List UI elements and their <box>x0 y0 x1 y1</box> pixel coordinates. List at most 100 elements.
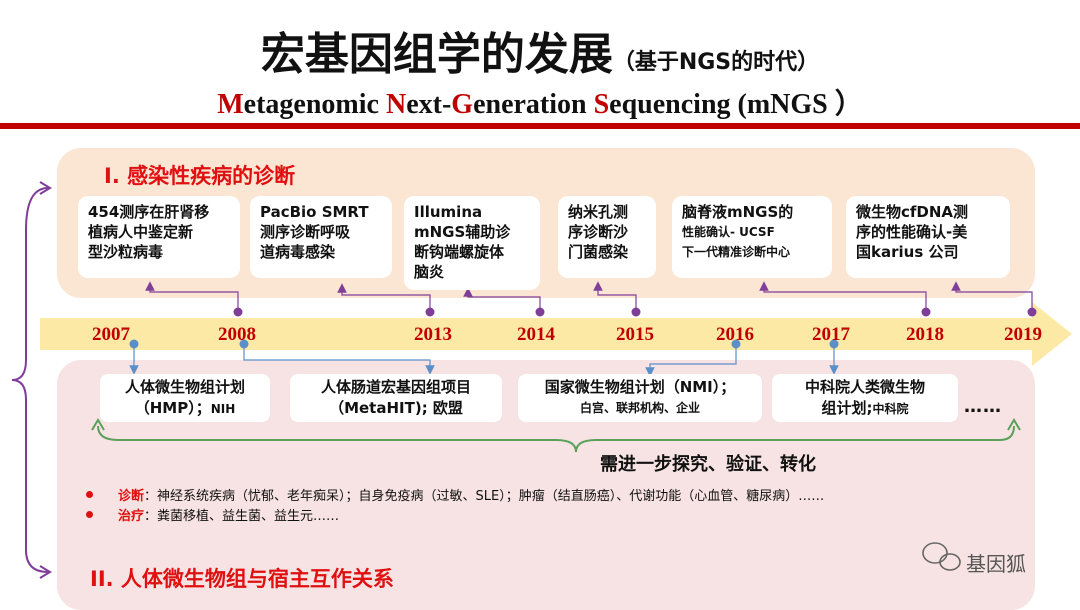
project-line-small: 中科院 <box>872 402 909 416</box>
bullet-text: ：粪菌移植、益生菌、益生元…… <box>144 509 340 524</box>
event-line: 序的性能确认-美 <box>856 223 968 241</box>
watermark-text: 基因狐 <box>966 552 1026 576</box>
title-en-part: G <box>451 89 474 120</box>
event-box-2013: Illumina mNGS辅助诊 断钩端螺旋体 脑炎 <box>404 196 540 290</box>
timeline-dot-2008 <box>233 307 243 317</box>
year-label: 2013 <box>414 324 452 345</box>
project-line: 人体肠道宏基因组项目 <box>320 378 471 396</box>
event-line: 纳米孔测 <box>568 203 629 221</box>
green-brace-arrow-left <box>91 418 105 431</box>
event-line: 性能确认- UCSF <box>682 225 775 239</box>
event-box-2008: PacBio SMRT 测序诊断呼吸 道病毒感染 <box>250 196 392 278</box>
bullet-dot <box>86 511 93 518</box>
timeline-dot-2013 <box>425 307 435 317</box>
year-label: 2019 <box>1004 324 1042 345</box>
left-bracket-arrow-top <box>39 181 52 195</box>
event-line: mNGS辅助诊 <box>414 223 511 241</box>
project-line-small: NIH <box>210 402 236 416</box>
title-main: 宏基因组学的发展 <box>260 29 613 80</box>
green-brace <box>97 425 1015 453</box>
year-label: 2018 <box>906 324 944 345</box>
bullet-diagnosis: 诊断：神经系统疾病（忧郁、老年痴呆）；自身免疫病（过敏、SLE）；肿瘤（结直肠癌… <box>118 485 824 504</box>
timeline-dot-2019 <box>1027 307 1037 317</box>
event-line: 植病人中鉴定新 <box>88 223 194 241</box>
project-line-small: 白宫、联邦机构、企业 <box>579 401 700 415</box>
year-label: 2008 <box>218 324 256 345</box>
project-box-cas: 中科院人类微生物 组计划;中科院 <box>772 374 958 422</box>
bullet-key: 治疗 <box>118 509 145 524</box>
connector-2014 <box>463 287 541 312</box>
connector-2008 <box>145 281 239 312</box>
project-line: 国家微生物组计划（NMI）； <box>544 378 736 396</box>
section-2-label: II. 人体微生物组与宿主互作关系 <box>90 567 394 591</box>
event-line: 454测序在肝肾移 <box>88 203 210 221</box>
event-line: PacBio SMRT <box>260 203 369 221</box>
timeline-dot-2015 <box>631 307 641 317</box>
project-line: （HMP）； <box>134 399 211 417</box>
event-line: 测序诊断呼吸 <box>260 223 351 241</box>
project-line: 中科院人类微生物 <box>804 378 925 396</box>
event-line: 型沙粒病毒 <box>88 243 164 261</box>
timeline-dot-2017 <box>829 339 839 349</box>
event-line: 门菌感染 <box>568 243 629 261</box>
title-en-part: eneration <box>473 89 594 120</box>
project-line: 人体微生物组计划 <box>124 378 245 396</box>
event-box-2015: 纳米孔测 序诊断沙 门菌感染 <box>558 196 656 278</box>
event-line: 脑炎 <box>414 263 445 281</box>
connector-2019 <box>951 281 1033 312</box>
event-line: 下一代精准诊断中心 <box>682 245 791 259</box>
event-line: 脑脊液mNGS的 <box>682 203 794 221</box>
wechat-icon <box>922 542 961 571</box>
event-box-2007: 454测序在肝肾移 植病人中鉴定新 型沙粒病毒 <box>78 196 240 278</box>
project-box-hmp: 人体微生物组计划 （HMP）；NIH <box>100 374 270 422</box>
title-en-part: N <box>385 89 407 120</box>
title-divider <box>0 123 1080 129</box>
bullet-dot <box>86 491 93 498</box>
connector-2018 <box>759 281 927 312</box>
timeline-dot-2018 <box>921 307 931 317</box>
year-label: 2007 <box>92 324 130 345</box>
event-line: 微生物cfDNA测 <box>856 203 969 221</box>
timeline-dot-2008b <box>239 339 249 349</box>
year-label: 2015 <box>616 324 654 345</box>
connector-2013 <box>337 283 431 312</box>
english-title: Metagenomic Next-Generation Sequencing (… <box>0 82 1080 122</box>
need-further-text: 需进一步探究、验证、转化 <box>600 454 816 475</box>
section-1-label: I. 感染性疾病的诊断 <box>104 164 296 188</box>
year-label: 2017 <box>812 324 850 345</box>
timeline-dot-2007 <box>129 339 139 349</box>
event-line: 序诊断沙 <box>568 223 629 241</box>
year-label: 2014 <box>517 324 555 345</box>
event-line: Illumina <box>414 203 483 221</box>
title-en-part: etagenomic <box>243 89 386 120</box>
year-label: 2016 <box>716 324 754 345</box>
project-box-nmi: 国家微生物组计划（NMI）； 白宫、联邦机构、企业 <box>518 374 762 422</box>
title-sub: （基于NGS的时代） <box>612 50 820 75</box>
timeline-arrow <box>40 302 1072 366</box>
bullet-key: 诊断 <box>118 489 145 504</box>
bullet-text: ：神经系统疾病（忧郁、老年痴呆）；自身免疫病（过敏、SLE）；肿瘤（结直肠癌）、… <box>144 489 825 504</box>
timeline-dot-2014 <box>535 307 545 317</box>
event-box-2016: 脑脊液mNGS的 性能确认- UCSF 下一代精准诊断中心 <box>672 196 832 278</box>
project-line: （MetaHIT); 欧盟 <box>329 399 463 417</box>
title-en-part: equencing (mNGS ） <box>609 89 863 120</box>
page-title: 宏基因组学的发展（基于NGS的时代） <box>0 18 1080 82</box>
connector-metahit <box>243 344 435 375</box>
project-box-metahit: 人体肠道宏基因组项目 （MetaHIT); 欧盟 <box>290 374 502 422</box>
timeline-dot-2016 <box>731 339 741 349</box>
title-en-part: M <box>217 89 244 120</box>
left-bracket <box>11 187 49 573</box>
connector-2015 <box>593 281 637 312</box>
bullet-treatment: 治疗：粪菌移植、益生菌、益生元…… <box>118 505 339 524</box>
event-line: 国karius 公司 <box>856 243 959 261</box>
title-en-part: S <box>593 89 610 120</box>
title-en-part: ext- <box>406 89 452 120</box>
connector-nmi <box>645 344 737 377</box>
event-line: 道病毒感染 <box>260 243 336 261</box>
event-box-2018: 微生物cfDNA测 序的性能确认-美 国karius 公司 <box>846 196 1010 278</box>
green-brace-arrow-right <box>1007 418 1021 431</box>
event-line: 断钩端螺旋体 <box>414 243 505 261</box>
project-line: 组计划; <box>821 399 873 417</box>
ellipsis: …… <box>964 396 1002 417</box>
